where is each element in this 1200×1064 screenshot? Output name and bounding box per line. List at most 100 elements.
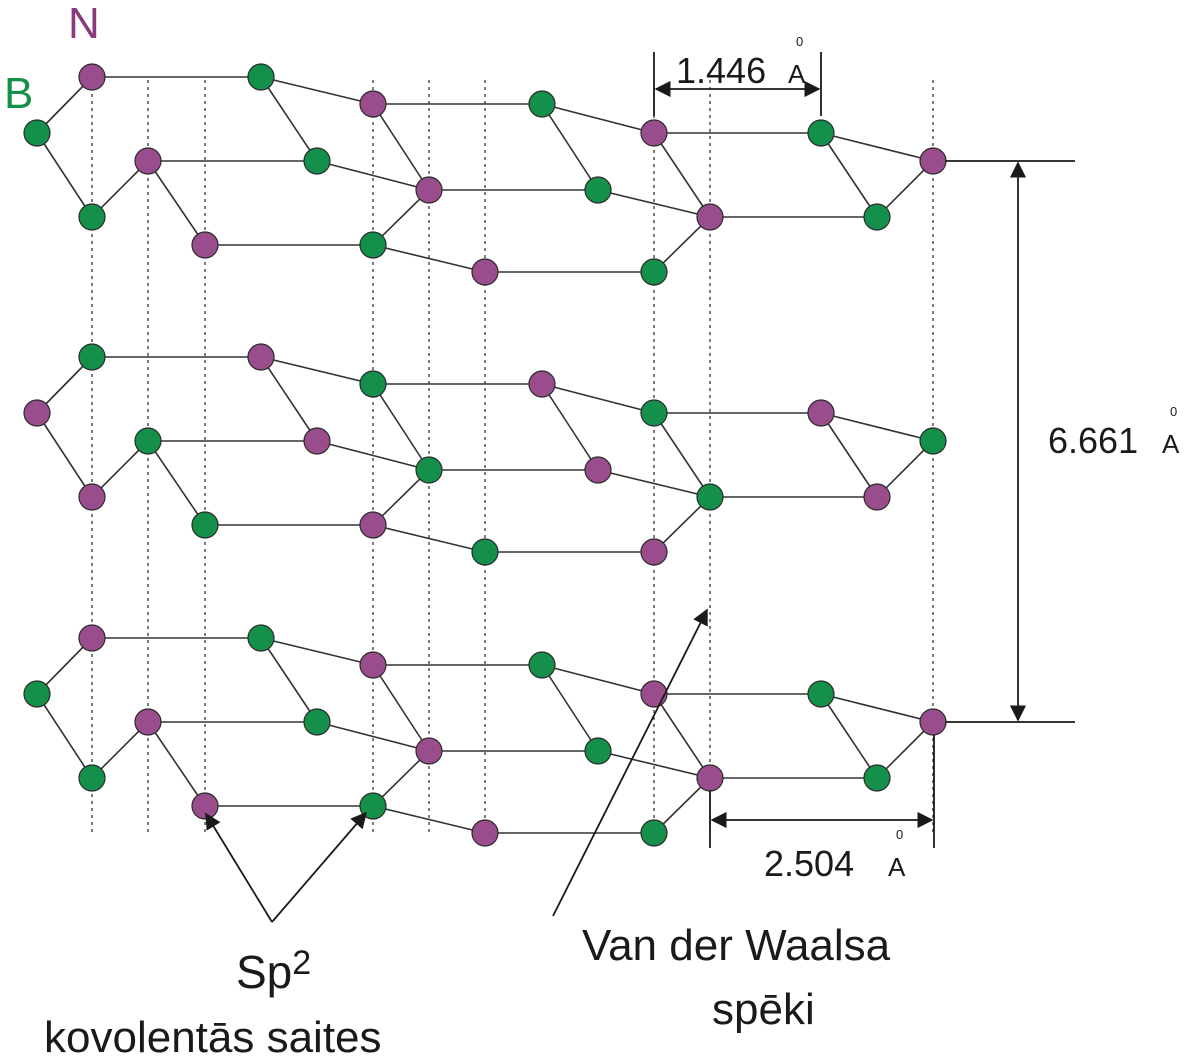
nitrogen-atom: [247, 343, 275, 371]
bond: [820, 412, 934, 442]
vdw-label-line2: spēki: [712, 985, 815, 1034]
boron-legend-label: B: [4, 69, 33, 118]
boron-atom: [359, 231, 387, 259]
interlayer-unit: A: [1162, 429, 1180, 459]
bond: [597, 750, 711, 779]
interlayer-value: 6.661: [1048, 420, 1138, 461]
boron-atom: [247, 63, 275, 91]
boron-atom: [359, 370, 387, 398]
bond: [147, 440, 206, 526]
nitrogen-atom: [696, 764, 724, 792]
bond: [260, 637, 318, 723]
nitrogen-atom: [696, 203, 724, 231]
boron-atom: [528, 651, 556, 679]
bond: [260, 637, 374, 666]
boron-atom: [471, 538, 499, 566]
bond: [260, 356, 318, 442]
boron-atom: [78, 343, 106, 371]
boron-atom: [23, 119, 51, 147]
nitrogen-atom: [584, 456, 612, 484]
nitrogen-atom: [640, 680, 668, 708]
nitrogen-atom: [191, 792, 219, 820]
nitrogen-atom: [640, 119, 668, 147]
nitrogen-atom: [471, 819, 499, 847]
bond: [260, 356, 374, 385]
boron-atom: [919, 427, 947, 455]
bond: [372, 103, 430, 191]
bond: [316, 440, 430, 471]
bond-length-dimension: 1.446 A 0: [653, 34, 822, 116]
nitrogen-atom: [191, 231, 219, 259]
layer-bottom: [23, 624, 947, 847]
bond: [541, 383, 655, 414]
boron-atom: [191, 511, 219, 539]
bond: [541, 664, 599, 752]
bond: [147, 160, 206, 246]
vdw-pointer-arrow: [552, 608, 708, 917]
bond-length-unit: A: [788, 59, 806, 89]
sp2-label-main: Sp: [236, 946, 292, 998]
bond: [260, 76, 318, 162]
covalent-bonds-label: kovolentās saites: [44, 1013, 382, 1062]
bond: [653, 412, 711, 498]
nitrogen-atom: [303, 427, 331, 455]
nitrogen-atom: [415, 737, 443, 765]
boron-atom: [134, 427, 162, 455]
interlayer-distance-dimension: 6.661 A 0: [945, 160, 1180, 723]
boron-atom: [696, 483, 724, 511]
bond: [653, 693, 711, 779]
vdw-label-line1: Van der Waalsa: [582, 921, 891, 970]
bond: [541, 103, 655, 134]
bond: [820, 132, 934, 162]
nitrogen-atom: [528, 370, 556, 398]
nitrogen-atom: [359, 651, 387, 679]
bond: [316, 160, 430, 191]
nitrogen-atom: [23, 399, 51, 427]
bond: [653, 132, 711, 218]
boron-atom: [23, 680, 51, 708]
boron-atom: [528, 90, 556, 118]
layer-top: [23, 63, 947, 286]
boron-atom: [863, 764, 891, 792]
bond: [372, 383, 430, 471]
sp2-label: Sp2: [236, 944, 311, 998]
bond: [36, 412, 93, 498]
bond: [820, 693, 934, 723]
bond: [260, 76, 374, 105]
boron-atom: [640, 258, 668, 286]
nitrogen-atom: [78, 483, 106, 511]
boron-atom: [584, 737, 612, 765]
boron-atom: [863, 203, 891, 231]
bond: [147, 721, 206, 807]
bond: [372, 805, 486, 834]
nitrogen-atom: [471, 258, 499, 286]
bond: [820, 132, 878, 218]
crystal-layers: [23, 63, 947, 847]
boron-atom: [807, 680, 835, 708]
nitrogen-atom: [863, 483, 891, 511]
bond: [316, 721, 430, 752]
nitrogen-atom: [134, 708, 162, 736]
boron-atom: [78, 764, 106, 792]
vdw-arrow: [552, 608, 708, 917]
lattice-unit-ring: 0: [896, 827, 903, 842]
boron-atom: [247, 624, 275, 652]
sp2-label-superscript: 2: [292, 944, 311, 982]
lattice-constant-dimension: 2.504 A 0: [709, 735, 935, 884]
boron-atom: [303, 147, 331, 175]
lattice-unit: A: [888, 852, 906, 882]
nitrogen-legend-label: N: [68, 0, 100, 48]
bond: [820, 693, 878, 779]
boron-atom: [415, 456, 443, 484]
nitrogen-atom: [134, 147, 162, 175]
sp2-arrow-right: [271, 811, 368, 923]
interlayer-unit-ring: 0: [1170, 404, 1177, 419]
nitrogen-atom: [919, 708, 947, 736]
nitrogen-atom: [415, 176, 443, 204]
nitrogen-atom: [640, 538, 668, 566]
bond: [372, 524, 486, 553]
boron-atom: [584, 176, 612, 204]
boron-atom: [807, 119, 835, 147]
boron-atom: [640, 819, 668, 847]
